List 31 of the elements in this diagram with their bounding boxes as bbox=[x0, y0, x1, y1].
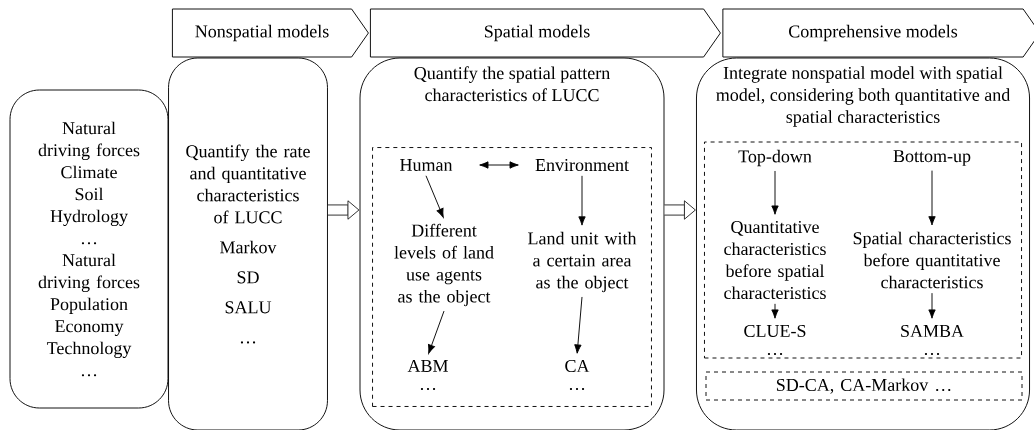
arrow bbox=[425, 175, 444, 218]
arrow bbox=[771, 170, 779, 215]
text-label: ABM … bbox=[407, 359, 448, 391]
arrow bbox=[928, 170, 936, 226]
text-label: Top-down bbox=[738, 149, 812, 167]
block-arrow bbox=[664, 200, 696, 220]
text-label: CA … bbox=[565, 359, 590, 391]
arrow bbox=[479, 161, 519, 169]
text-label: Spatial characteristics before quantitative characteristics bbox=[853, 231, 1011, 289]
rounded-box: Quantify the rate and quantitative characteristics of LUCC Markov SD SALU … bbox=[168, 57, 328, 430]
text-label: Human bbox=[400, 159, 453, 171]
text-label: Quantitative characteristics before spatial characteristics bbox=[724, 220, 826, 300]
arrow bbox=[578, 175, 586, 226]
text-label: Environment bbox=[535, 158, 629, 172]
text-label: Different levels of land use agents as the object bbox=[394, 223, 494, 307]
dashed-box bbox=[372, 147, 652, 407]
chevron-banner: Comprehensive models bbox=[722, 8, 1034, 58]
text-label: CLUE-S … bbox=[744, 324, 806, 356]
block-arrow bbox=[327, 200, 360, 220]
chevron-banner: Spatial models bbox=[369, 8, 721, 58]
text-label: SAMBA … bbox=[901, 324, 964, 356]
arrow bbox=[574, 296, 583, 354]
rounded-box: Natural driving forces Climate Soil Hydrology … Natural driving forces Population Economy Technology … bbox=[9, 89, 169, 409]
text-label: Land unit with a certain area as the object bbox=[528, 231, 637, 293]
arrow bbox=[428, 310, 445, 354]
arrow bbox=[771, 303, 779, 319]
chevron-banner: Nonspatial models bbox=[171, 8, 369, 58]
dashed-box bbox=[704, 141, 1022, 359]
arrow bbox=[928, 292, 936, 319]
text-label: Bottom-up bbox=[893, 150, 971, 166]
dashed-box: SD-CA, CA-Markov … bbox=[705, 371, 1023, 401]
